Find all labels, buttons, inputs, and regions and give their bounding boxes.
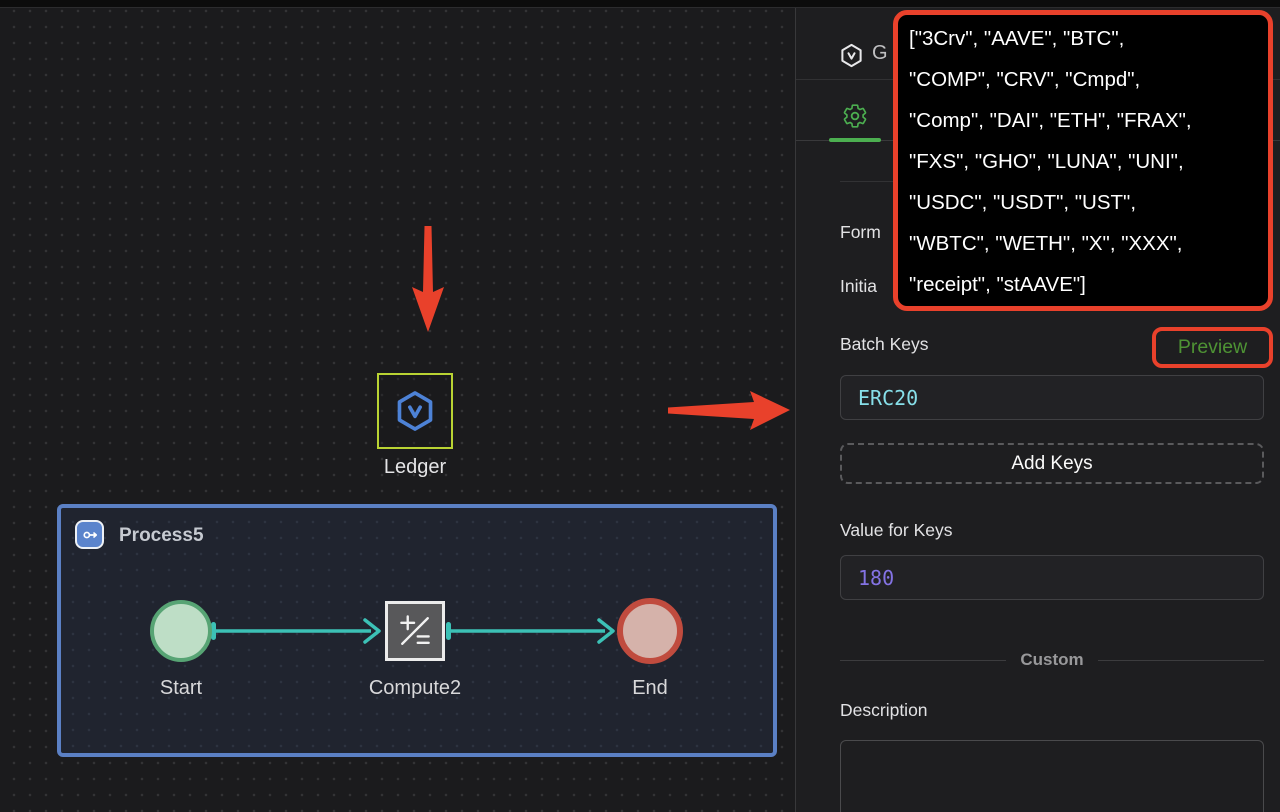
initial-field-label: Initia <box>840 276 877 296</box>
node-compute2[interactable] <box>385 601 445 661</box>
tooltip-text-line: "WBTC", "WETH", "X", "XXX", <box>909 232 1183 255</box>
edge-arrowhead <box>597 618 615 644</box>
hexagon-v-icon <box>841 43 862 68</box>
keys-preview-tooltip: ["3Crv", "AAVE", "BTC", "COMP", "CRV", "… <box>893 10 1273 311</box>
node-end-label: End <box>632 677 668 699</box>
annotation-arrow-right <box>668 391 790 430</box>
hexagon-v-icon <box>397 391 433 431</box>
preview-annotation-box: Preview <box>1152 327 1273 368</box>
batch-keys-label: Batch Keys <box>840 334 929 354</box>
custom-section-label: Custom <box>1020 650 1084 669</box>
tooltip-text-line: "USDC", "USDT", "UST", <box>909 191 1137 214</box>
tooltip-text-line: "receipt", "stAAVE"] <box>909 273 1086 296</box>
edge-handle[interactable] <box>446 622 451 640</box>
edge-arrowhead <box>363 618 381 644</box>
tooltip-text-line: "Comp", "DAI", "ETH", "FRAX", <box>909 109 1192 132</box>
group-title: Process5 <box>119 525 204 546</box>
edge-handle[interactable] <box>211 622 216 640</box>
annotation-arrow-down <box>412 226 444 332</box>
node-compute2-label: Compute2 <box>368 677 462 699</box>
panel-title: G <box>872 42 888 64</box>
active-tab-underline <box>829 138 881 142</box>
node-ledger[interactable] <box>377 373 453 449</box>
tooltip-text-line: "FXS", "GHO", "LUNA", "UNI", <box>909 150 1184 173</box>
flow-canvas[interactable]: Ledger Process5 <box>0 9 796 812</box>
divider-line <box>1097 659 1264 661</box>
node-start[interactable] <box>150 600 212 662</box>
divider-line <box>840 659 1007 661</box>
value-for-keys-label: Value for Keys <box>840 520 953 540</box>
preview-button[interactable]: Preview <box>1177 336 1248 358</box>
value-for-keys-input[interactable] <box>840 555 1264 600</box>
add-keys-button[interactable]: Add Keys <box>840 443 1264 484</box>
node-ledger-label: Ledger <box>383 456 447 478</box>
node-start-label: Start <box>159 677 203 699</box>
description-label: Description <box>840 700 928 720</box>
tooltip-text-line: "COMP", "CRV", "Cmpd", <box>909 68 1141 91</box>
batch-keys-input[interactable] <box>840 375 1264 420</box>
gear-icon[interactable] <box>842 103 868 129</box>
math-operations-icon <box>400 615 430 645</box>
key-icon <box>75 520 104 549</box>
tooltip-text-line: ["3Crv", "AAVE", "BTC", <box>909 27 1125 50</box>
flow-edges[interactable] <box>61 508 773 753</box>
node-end[interactable] <box>617 598 683 664</box>
description-textarea[interactable] <box>840 740 1264 812</box>
window-chrome-strip <box>0 0 1280 8</box>
group-process5[interactable]: Process5 Start Comp <box>57 504 777 757</box>
custom-section-divider: Custom <box>840 650 1264 670</box>
form-field-label: Form <box>840 222 881 242</box>
